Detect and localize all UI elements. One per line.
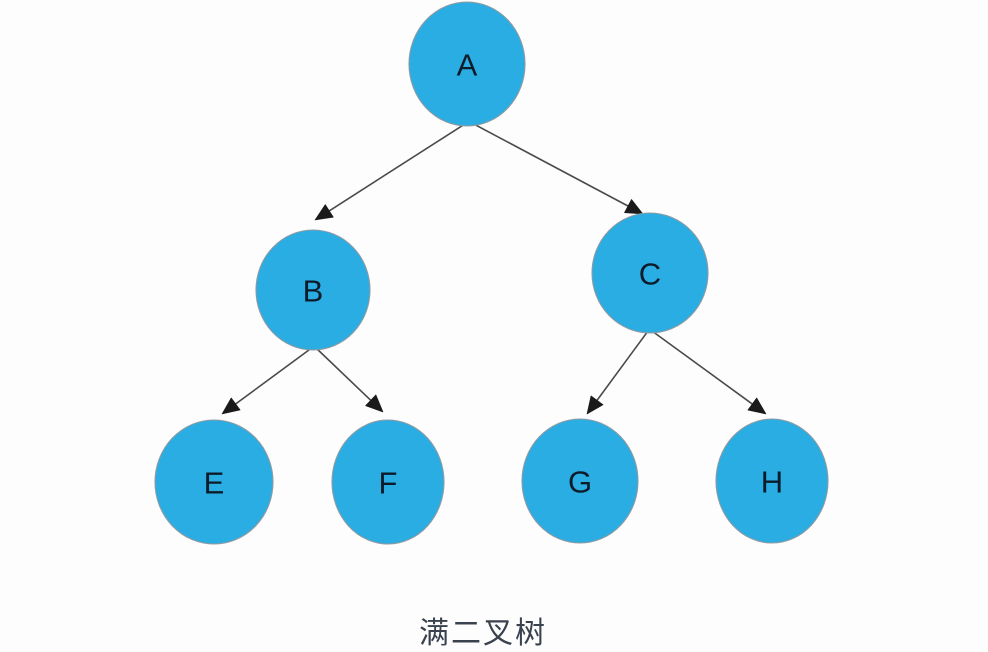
edge-c-to-g (586, 330, 649, 415)
arrowhead-e (221, 397, 241, 415)
arrowhead-c (624, 199, 644, 215)
edges-layer (221, 121, 767, 415)
arrowhead-b (314, 204, 334, 221)
tree-node-f[interactable]: F (331, 419, 445, 545)
node-label-h: H (761, 465, 783, 500)
edge-c-to-h (651, 330, 767, 415)
node-label-b: B (303, 274, 324, 309)
tree-node-e[interactable]: E (154, 419, 274, 545)
node-circle-g[interactable] (521, 418, 639, 544)
tree-node-c[interactable]: C (591, 212, 709, 334)
tree-node-h[interactable]: H (715, 418, 829, 544)
tree-node-g[interactable]: G (521, 418, 639, 544)
node-circle-f[interactable] (331, 419, 445, 545)
node-circle-e[interactable] (154, 419, 274, 545)
arrowhead-f (365, 394, 384, 413)
edge-b-to-f (314, 346, 384, 413)
arrowhead-h (747, 397, 767, 415)
node-label-c: C (639, 257, 661, 292)
edge-b-to-e (221, 346, 314, 415)
node-label-e: E (204, 466, 225, 501)
node-label-a: A (457, 48, 478, 83)
edge-a-to-c (469, 121, 644, 215)
nodes-layer: A B C E F G H (154, 1, 829, 545)
node-circle-c[interactable] (591, 212, 709, 334)
edge-a-to-b (314, 121, 469, 221)
node-circle-b[interactable] (255, 229, 371, 351)
tree-node-b[interactable]: B (255, 229, 371, 351)
node-circle-h[interactable] (715, 418, 829, 544)
node-circle-a[interactable] (408, 1, 526, 127)
node-label-g: G (568, 465, 592, 500)
tree-node-a[interactable]: A (408, 1, 526, 127)
diagram-caption: 满二叉树 (419, 616, 547, 651)
node-label-f: F (379, 466, 398, 501)
arrowhead-g (586, 395, 604, 415)
